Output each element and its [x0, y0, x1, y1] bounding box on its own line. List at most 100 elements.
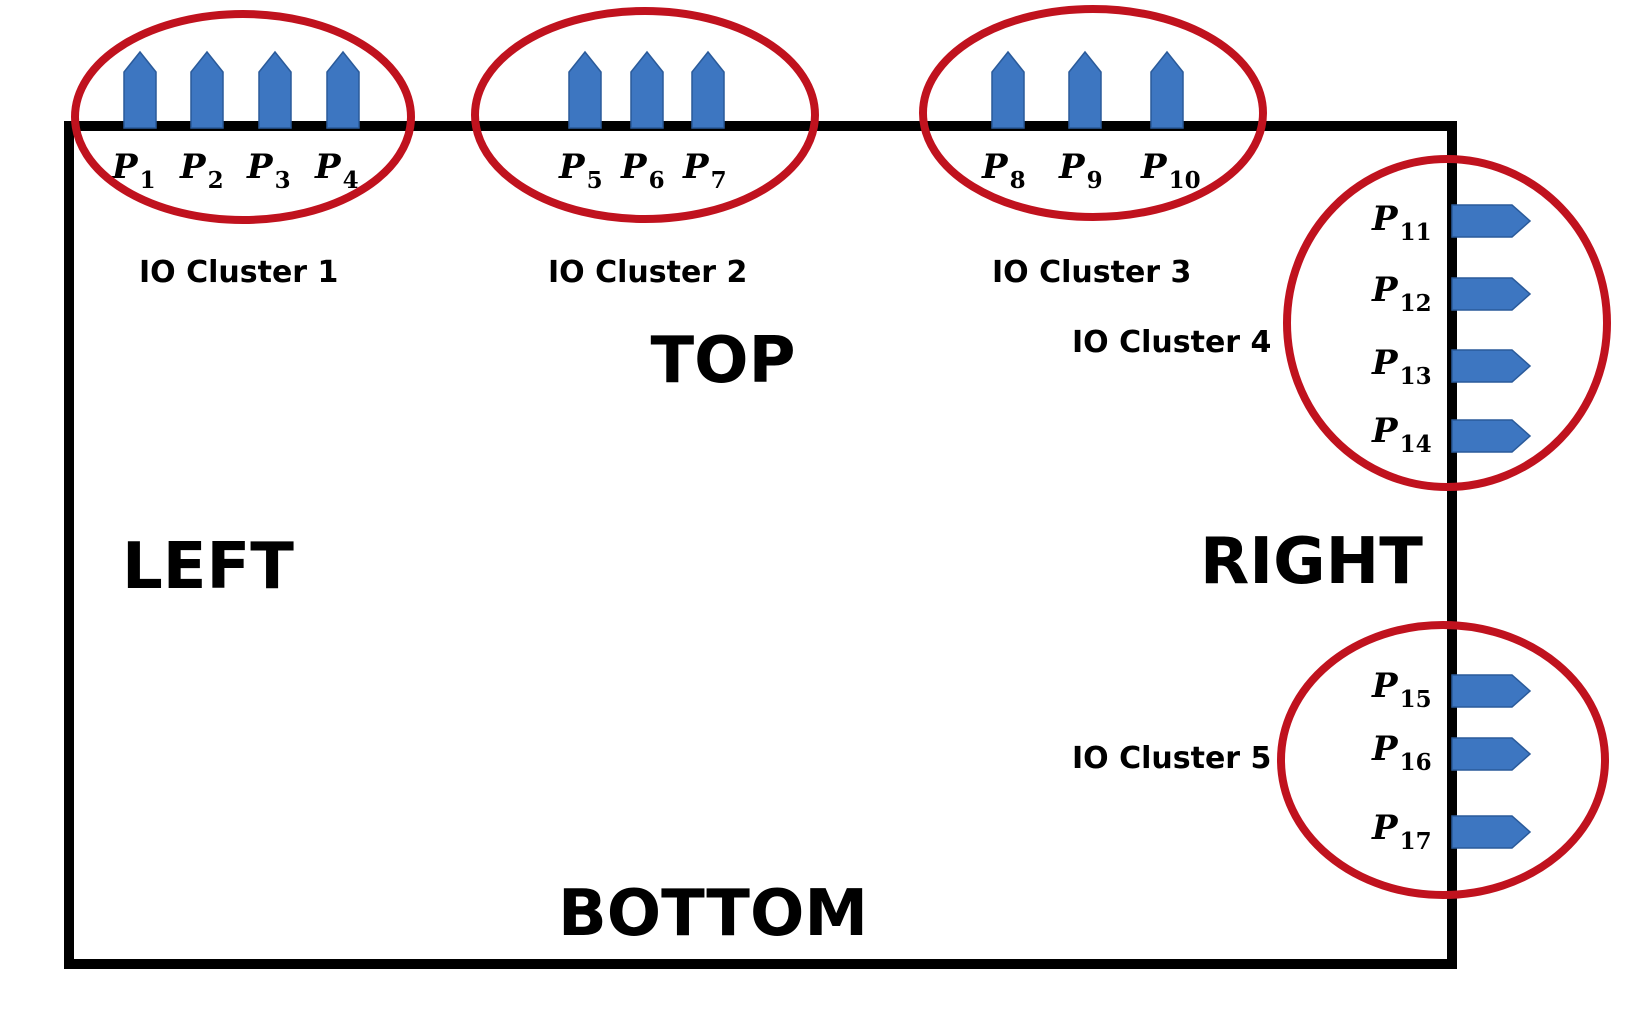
pin-label: P7: [682, 147, 727, 194]
pin-label: P5: [558, 147, 603, 194]
pin-P16: P16: [1371, 729, 1532, 776]
pin-letter: P: [179, 147, 207, 187]
pin-subscript: 9: [1087, 167, 1103, 194]
pin-letter: P: [246, 147, 274, 187]
pin-letter: P: [1140, 147, 1168, 187]
pin-shape: [1068, 50, 1102, 129]
pin-subscript: 11: [1400, 219, 1432, 246]
cluster-label-5: IO Cluster 5: [1072, 741, 1271, 776]
pin-P15: P15: [1371, 666, 1532, 713]
pin-shape: [630, 50, 664, 129]
pin-subscript: 4: [343, 167, 359, 194]
pin-P12: P12: [1371, 270, 1532, 317]
cluster-label-2: IO Cluster 2: [548, 255, 747, 290]
cluster-rings-layer: [71, 5, 1611, 899]
pin-subscript: 12: [1400, 290, 1432, 317]
pin-P3: P3: [246, 50, 292, 194]
pin-subscript: 10: [1169, 167, 1201, 194]
pin-subscript: 14: [1400, 431, 1432, 458]
pin-label: P16: [1371, 729, 1432, 776]
pin-subscript: 13: [1400, 363, 1432, 390]
pin-shape: [326, 50, 360, 129]
pin-shape: [1451, 674, 1532, 708]
die-outline: [64, 121, 1457, 969]
pin-shape: [991, 50, 1025, 129]
cluster-ring-2: [471, 7, 819, 223]
side-label-top: TOP: [651, 324, 796, 398]
pin-letter: P: [1371, 343, 1399, 383]
pin-label: P15: [1371, 666, 1432, 713]
pin-subscript: 3: [275, 167, 291, 194]
pin-P5: P5: [558, 50, 603, 194]
pin-letter: P: [1371, 729, 1399, 769]
pin-subscript: 7: [711, 167, 727, 194]
pin-shape: [190, 50, 224, 129]
cluster-ring-4: [1283, 155, 1611, 491]
pin-label: P12: [1371, 270, 1432, 317]
cluster-label-1: IO Cluster 1: [139, 255, 338, 290]
pin-label: P11: [1371, 199, 1432, 246]
pin-subscript: 15: [1400, 686, 1432, 713]
pin-P14: P14: [1371, 411, 1532, 458]
pin-letter: P: [981, 147, 1009, 187]
pin-letter: P: [1371, 808, 1399, 848]
pin-subscript: 17: [1400, 828, 1432, 855]
pin-P11: P11: [1371, 199, 1532, 246]
pin-P7: P7: [682, 50, 727, 194]
pin-letter: P: [1371, 411, 1399, 451]
pin-label: P3: [246, 147, 291, 194]
pin-label: P9: [1058, 147, 1103, 194]
pin-letter: P: [1371, 199, 1399, 239]
pin-label: P8: [981, 147, 1026, 194]
pin-subscript: 8: [1010, 167, 1026, 194]
pin-shape: [691, 50, 725, 129]
pin-P9: P9: [1058, 50, 1103, 194]
pin-P8: P8: [981, 50, 1026, 194]
pin-shape: [1451, 277, 1532, 311]
pin-shape: [258, 50, 292, 129]
pin-subscript: 16: [1400, 749, 1432, 776]
pin-subscript: 6: [649, 167, 665, 194]
pin-label: P13: [1371, 343, 1432, 390]
pin-label: P2: [179, 147, 224, 194]
pin-letter: P: [1058, 147, 1086, 187]
pin-shape: [123, 50, 157, 129]
side-label-right: RIGHT: [1200, 525, 1423, 599]
pin-subscript: 1: [140, 167, 156, 194]
pin-letter: P: [558, 147, 586, 187]
side-label-bottom: BOTTOM: [558, 877, 868, 951]
pin-letter: P: [682, 147, 710, 187]
pin-P10: P10: [1140, 50, 1201, 194]
pin-shape: [1150, 50, 1184, 129]
cluster-ring-3: [919, 5, 1267, 221]
pin-shape: [1451, 204, 1532, 238]
pin-shape: [1451, 815, 1532, 849]
pin-P1: P1: [111, 50, 157, 194]
cluster-ring-5: [1277, 621, 1609, 899]
cluster-label-4: IO Cluster 4: [1072, 325, 1271, 360]
pin-shape: [1451, 349, 1532, 383]
pin-shape: [1451, 737, 1532, 771]
pin-label: P4: [314, 147, 359, 194]
pin-shape: [1451, 419, 1532, 453]
pin-letter: P: [314, 147, 342, 187]
pin-shape: [568, 50, 602, 129]
side-label-left: LEFT: [122, 530, 294, 604]
cluster-label-3: IO Cluster 3: [992, 255, 1191, 290]
pin-P13: P13: [1371, 343, 1532, 390]
cluster-ring-1: [71, 10, 415, 224]
pin-P17: P17: [1371, 808, 1532, 855]
pin-subscript: 2: [208, 167, 224, 194]
pin-letter: P: [1371, 666, 1399, 706]
pin-letter: P: [1371, 270, 1399, 310]
pin-P4: P4: [314, 50, 360, 194]
pin-label: P14: [1371, 411, 1432, 458]
pin-letter: P: [620, 147, 648, 187]
pin-label: P6: [620, 147, 665, 194]
pin-label: P17: [1371, 808, 1432, 855]
pin-subscript: 5: [587, 167, 603, 194]
pin-P2: P2: [179, 50, 224, 194]
